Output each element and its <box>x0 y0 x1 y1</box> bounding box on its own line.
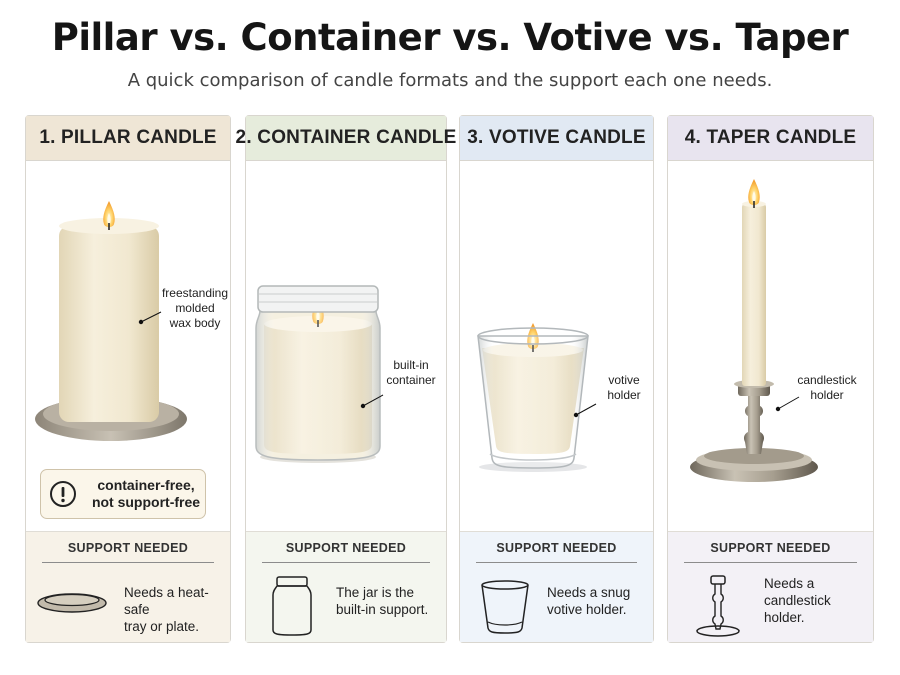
warning-callout: container-free, not support-free <box>40 469 206 519</box>
support-text: Needs a heat-safe tray or plate. <box>124 585 209 634</box>
panel-votive: 3. VOTIVE CANDLE votive holder SUPPORT N… <box>459 115 654 643</box>
support-text: The jar is the built-in support. <box>336 585 429 617</box>
support-heading: SUPPORT NEEDED <box>285 541 407 555</box>
panel-pillar: 1. PILLAR CANDLE freestanding molded wax… <box>25 115 231 643</box>
divider <box>262 562 430 563</box>
support-section: SUPPORT NEEDED Needs a candlestick holde… <box>668 531 873 642</box>
support-text: Needs a snug votive holder. <box>547 585 631 617</box>
votive-candle-illustration <box>477 322 597 472</box>
tray-icon <box>37 593 107 613</box>
votive-holder-label: votive holder <box>607 373 641 402</box>
candlestick-icon <box>696 575 740 637</box>
jar-icon <box>272 576 312 636</box>
panel-heading: 4. TAPER CANDLE <box>668 116 873 161</box>
divider <box>684 562 857 563</box>
support-heading: SUPPORT NEEDED <box>710 541 831 555</box>
panel-heading: 1. PILLAR CANDLE <box>26 116 230 161</box>
warning-icon <box>50 481 76 507</box>
page-subtitle: A quick comparison of candle formats and… <box>127 70 773 91</box>
container-candle-illustration <box>255 285 384 463</box>
votive-cup-icon <box>481 580 529 634</box>
pillar-candle-illustration <box>35 200 187 441</box>
warning-text: container-free, not support-free <box>91 477 201 510</box>
divider <box>42 562 214 563</box>
support-heading: SUPPORT NEEDED <box>67 541 189 555</box>
taper-candle-illustration <box>690 178 818 482</box>
candlestick-holder-label: candlestick holder <box>797 373 857 402</box>
panel-container: 2. CONTAINER CANDLE built-in container S… <box>236 115 456 643</box>
freestanding-wax-label: freestanding molded wax body <box>161 286 229 330</box>
support-section: SUPPORT NEEDED The jar is the built-in s… <box>246 531 446 642</box>
page-title: Pillar vs. Container vs. Votive vs. Tape… <box>51 16 849 59</box>
panel-taper: 4. TAPER CANDLE candlestick holder SUPPO… <box>667 115 874 643</box>
panel-heading: 3. VOTIVE CANDLE <box>460 116 653 161</box>
support-heading: SUPPORT NEEDED <box>496 541 617 555</box>
built-in-container-label: built-in container <box>386 358 436 387</box>
support-section: SUPPORT NEEDED Needs a heat-safe tray or… <box>26 531 230 642</box>
panel-heading: 2. CONTAINER CANDLE <box>236 116 456 161</box>
divider <box>476 562 637 563</box>
support-section: SUPPORT NEEDED Needs a snug votive holde… <box>460 531 653 642</box>
support-text: Needs a candlestick holder. <box>764 576 831 625</box>
